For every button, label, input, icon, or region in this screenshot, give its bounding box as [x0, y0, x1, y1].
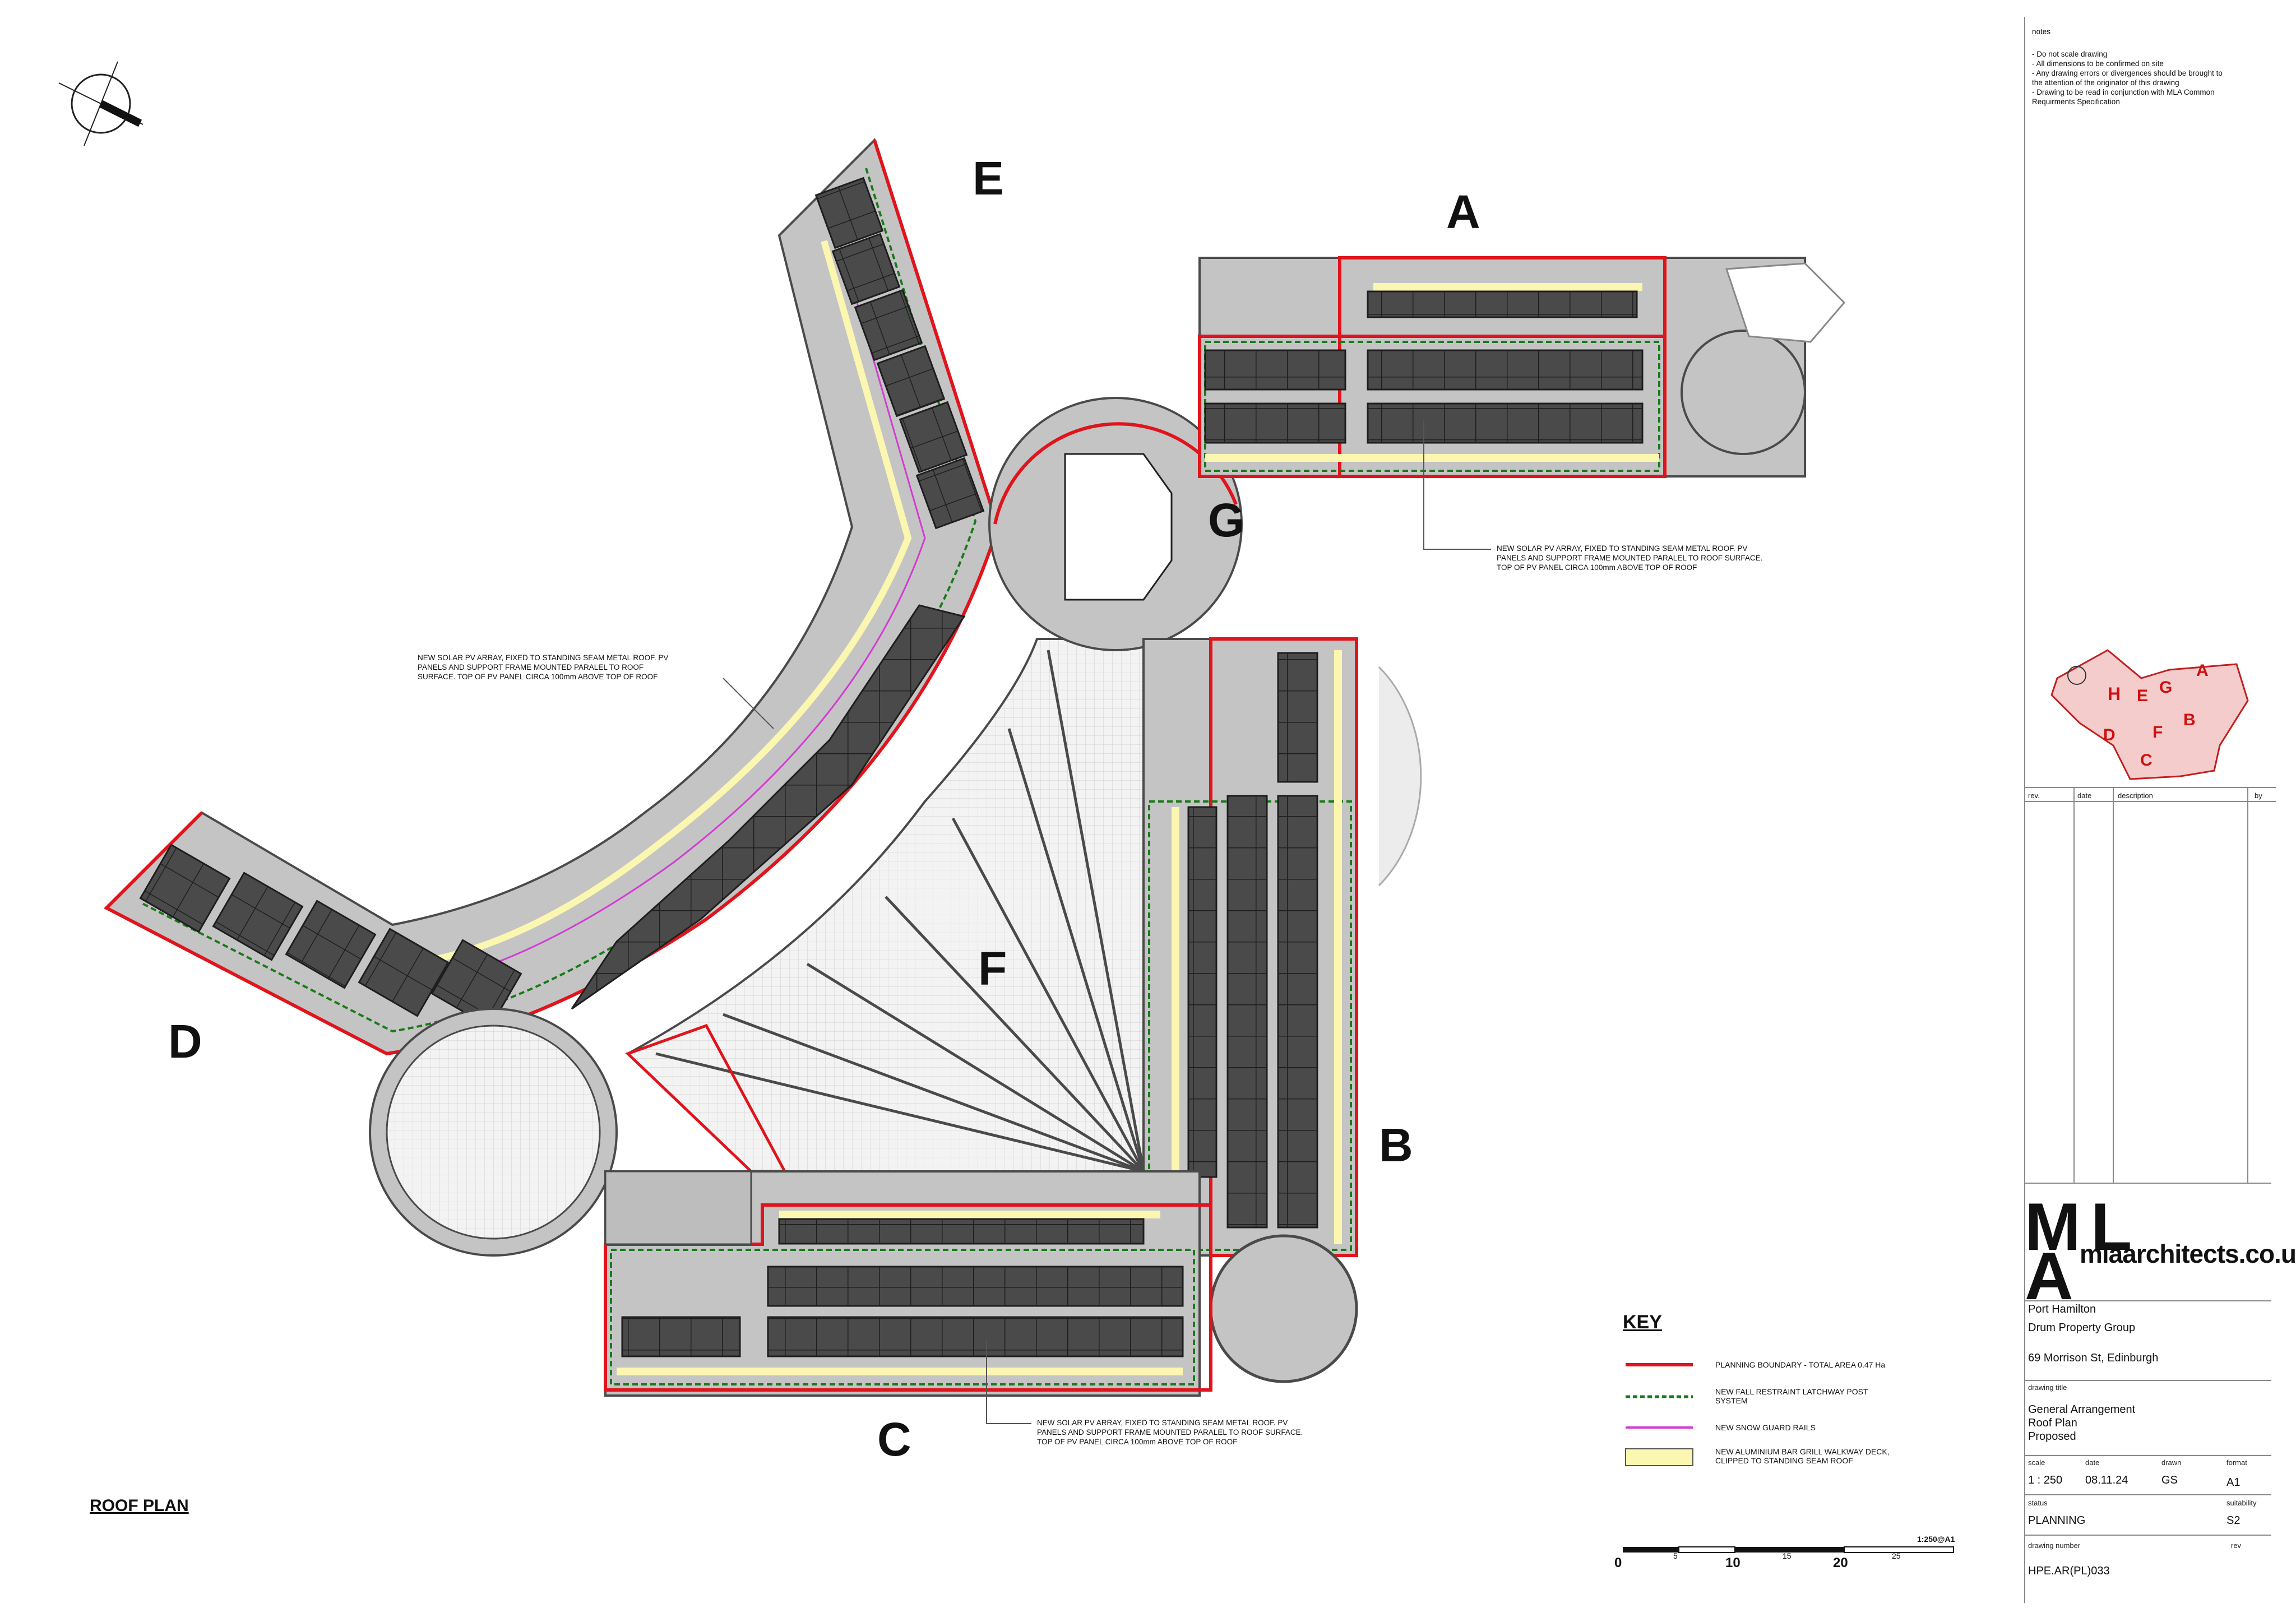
tb-divider	[2025, 1535, 2271, 1536]
scale-tick-10: 10	[1725, 1555, 1740, 1570]
scale-ratio: 1:250@A1	[1917, 1535, 1955, 1544]
date-label: date	[2085, 1458, 2100, 1467]
zone-f-glazed-roof	[625, 638, 1145, 1173]
tb-divider	[2025, 1380, 2271, 1381]
notes-heading: notes	[2032, 27, 2051, 36]
zone-d-pv-array	[139, 844, 522, 1028]
suitability-value: S2	[2226, 1514, 2241, 1527]
notes-list: - Do not scale drawing - All dimensions …	[2032, 49, 2234, 106]
notes-item: - Drawing to be read in conjunction with…	[2032, 88, 2215, 106]
format-label: format	[2226, 1458, 2247, 1467]
client-name: Drum Property Group	[2028, 1322, 2136, 1334]
key-swatches	[1625, 1363, 1693, 1466]
logo-letter-m: M	[2025, 1189, 2081, 1264]
tb-divider	[2025, 1183, 2271, 1184]
arc-pv-array	[571, 604, 966, 1010]
key-plan-label-f: F	[2152, 723, 2163, 742]
drawing-title-line: Proposed	[2028, 1430, 2076, 1443]
zone-label-a: A	[1446, 186, 1480, 238]
zone-c-roof	[604, 1170, 1212, 1397]
key-plan-label-d: D	[2103, 726, 2116, 744]
format-value: A1	[2226, 1476, 2241, 1489]
key-label-latchway: NEW FALL RESTRAINT LATCHWAY POST SYSTEM	[1715, 1387, 1868, 1405]
tb-divider	[2025, 1300, 2271, 1301]
drawing-title-line: General Arrangement	[2028, 1403, 2136, 1416]
logo-letter-l: L	[2091, 1189, 2132, 1264]
key-plan	[2050, 649, 2249, 780]
notes-item: - Any drawing errors or divergences shou…	[2032, 69, 2223, 87]
logo-website: mlaarchitects.co.uk	[2080, 1239, 2296, 1268]
notes-item: - Do not scale drawing	[2032, 50, 2108, 58]
scale-tick-25: 25	[1892, 1551, 1901, 1560]
drawn-label: drawn	[2161, 1458, 2182, 1467]
status-value: PLANNING	[2028, 1514, 2086, 1527]
status-label: status	[2028, 1499, 2048, 1507]
key-plan-label-b: B	[2183, 711, 2196, 729]
zone-label-c: C	[877, 1413, 911, 1466]
callout-leaders	[723, 420, 1491, 1424]
title-block-frame	[2024, 17, 2276, 1603]
rev-col-by: by	[2255, 791, 2262, 800]
zone-a-roof	[1198, 256, 1846, 478]
key-label-walkway: NEW ALUMINIUM BAR GRILL WALKWAY DECK, CL…	[1715, 1447, 1890, 1465]
drawing-title-line: Roof Plan	[2028, 1417, 2077, 1429]
scale-value: 1 : 250	[2028, 1474, 2063, 1486]
rotunda-g	[988, 397, 1243, 651]
drawing-number-value: HPE.AR(PL)033	[2028, 1565, 2110, 1577]
zone-label-f: F	[978, 942, 1007, 995]
project-name: Port Hamilton	[2028, 1303, 2096, 1315]
mla-logo: M L A mlaarchitects.co.uk	[2025, 1189, 2296, 1314]
scale-tick-0: 0	[1614, 1555, 1622, 1570]
scale-tick-5: 5	[1673, 1551, 1678, 1560]
zone-label-d: D	[168, 1015, 202, 1068]
key-heading: KEY	[1623, 1311, 1662, 1333]
key-plan-label-g: G	[2159, 678, 2173, 697]
key-plan-label-a: A	[2196, 661, 2209, 680]
north-arrow-icon	[58, 61, 144, 146]
callout-pv-a: NEW SOLAR PV ARRAY, FIXED TO STANDING SE…	[1497, 544, 1763, 572]
zone-label-e: E	[973, 152, 1004, 205]
rev-col-date: date	[2077, 791, 2092, 800]
zone-label-b: B	[1379, 1119, 1413, 1171]
scale-tick-15: 15	[1783, 1551, 1792, 1560]
zone-b-roof	[1142, 637, 1422, 1383]
rotunda-d	[369, 1008, 618, 1257]
project-address: 69 Morrison St, Edinburgh	[2028, 1352, 2159, 1364]
zone-label-g: G	[1208, 494, 1245, 546]
rev-col-rev: rev.	[2028, 791, 2040, 800]
key-plan-label-c: C	[2140, 751, 2152, 770]
tb-divider	[2025, 1455, 2271, 1456]
suitability-label: suitability	[2226, 1499, 2257, 1507]
notes-item: - All dimensions to be confirmed on site	[2032, 59, 2164, 68]
key-swatch-walkway	[1625, 1448, 1693, 1466]
drawn-value: GS	[2161, 1474, 2178, 1486]
date-value: 08.11.24	[2085, 1474, 2128, 1486]
scale-label: scale	[2028, 1458, 2045, 1467]
rev-col-description: description	[2118, 791, 2153, 800]
zone-e-pv-array	[814, 177, 985, 530]
callout-pv-e: NEW SOLAR PV ARRAY, FIXED TO STANDING SE…	[418, 654, 669, 681]
key-label-snow-guard: NEW SNOW GUARD RAILS	[1715, 1423, 1816, 1432]
page-title: ROOF PLAN	[90, 1496, 189, 1515]
tb-divider	[2025, 1494, 2271, 1495]
key-label-boundary: PLANNING BOUNDARY - TOTAL AREA 0.47 Ha	[1715, 1360, 1886, 1369]
rev-label: rev	[2231, 1541, 2242, 1550]
drawing-number-label: drawing number	[2028, 1541, 2081, 1550]
callout-pv-c: NEW SOLAR PV ARRAY, FIXED TO STANDING SE…	[1037, 1419, 1303, 1446]
scale-tick-20: 20	[1833, 1555, 1848, 1570]
key-plan-label-e: E	[2137, 687, 2149, 705]
drawing-title-label: drawing title	[2028, 1383, 2067, 1392]
key-plan-label-h: H	[2108, 684, 2121, 704]
scale-bar	[1623, 1546, 1954, 1553]
